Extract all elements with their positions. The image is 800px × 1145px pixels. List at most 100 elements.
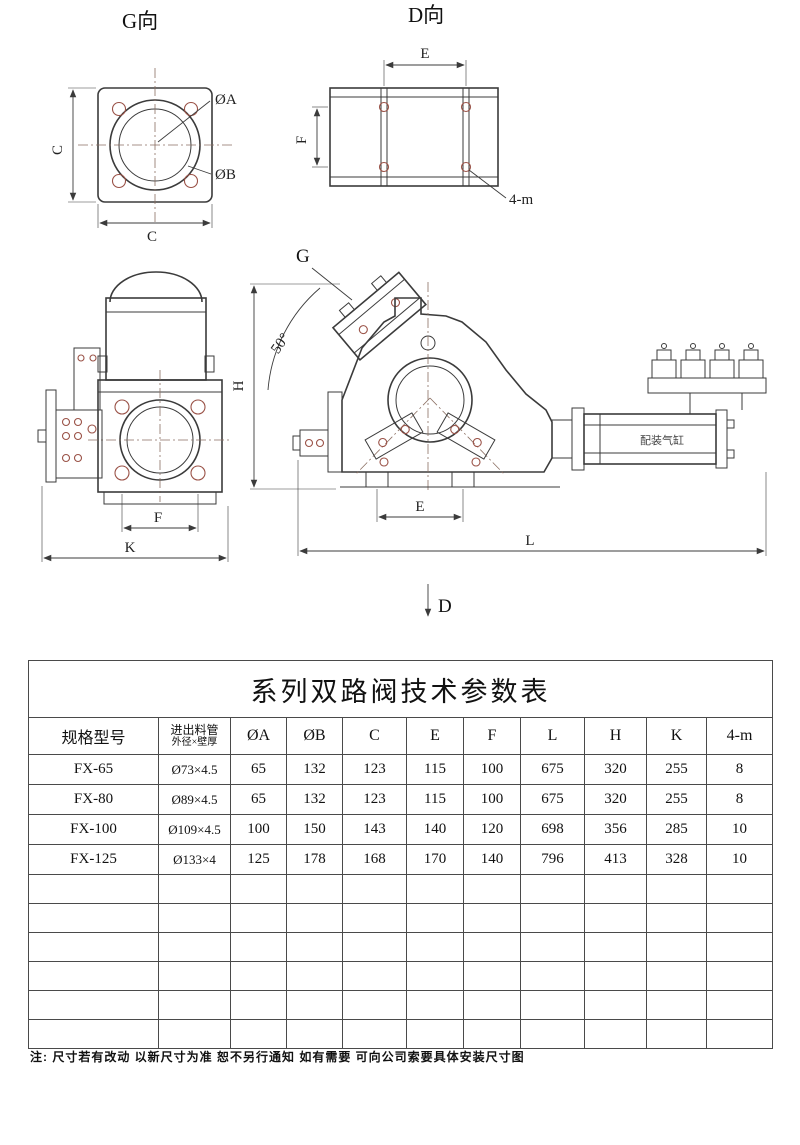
empty-cell — [342, 990, 407, 1020]
cell-value: 100 — [230, 814, 287, 845]
empty-cell — [520, 932, 585, 962]
empty-cell — [342, 874, 407, 904]
empty-cell — [705, 1019, 774, 1049]
empty-cell — [230, 903, 287, 933]
empty-cell — [406, 932, 464, 962]
valve-body-outline — [341, 297, 553, 473]
cell-value: 10 — [705, 814, 774, 845]
empty-cell — [705, 903, 774, 933]
dome-arc — [109, 271, 203, 303]
empty-cell — [463, 961, 521, 991]
cell-value: 100 — [463, 784, 521, 815]
cell-value: 413 — [584, 844, 647, 875]
empty-cell — [158, 874, 231, 904]
cell-pipe: Ø109×4.5 — [158, 814, 231, 845]
view-side: G 50° — [231, 246, 767, 617]
cell-model: FX-65 — [28, 754, 159, 785]
hole-count-label: 4-m — [509, 192, 533, 208]
cell-value: 115 — [406, 784, 464, 815]
cell-value: 115 — [406, 754, 464, 785]
empty-cell — [520, 1019, 585, 1049]
col-header-4m: 4-m — [705, 717, 774, 755]
empty-row — [28, 1019, 774, 1049]
label-d: D — [438, 596, 452, 617]
cell-value: 132 — [286, 784, 343, 815]
cell-value: 178 — [286, 844, 343, 875]
empty-cell — [705, 874, 774, 904]
cell-value: 143 — [342, 814, 407, 845]
empty-cell — [28, 903, 159, 933]
outlet-pad-right — [436, 412, 496, 460]
cell-model: FX-80 — [28, 784, 159, 815]
empty-cell — [28, 932, 159, 962]
empty-cell — [584, 1019, 647, 1049]
bolt-hole — [114, 465, 130, 481]
label-g: G — [296, 246, 310, 267]
cell-value: 698 — [520, 814, 585, 845]
cell-value: 123 — [342, 784, 407, 815]
empty-cell — [584, 874, 647, 904]
footer-note: 注: 尺寸若有改动 以新尺寸为准 恕不另行通知 如有需要 可向公司索要具体安装尺… — [30, 1050, 525, 1064]
empty-cell — [406, 874, 464, 904]
bolt-hole — [111, 101, 127, 117]
cell-pipe: Ø133×4 — [158, 844, 231, 875]
table-row: FX-100 Ø109×4.5 100 150 143 140 120 698 … — [28, 814, 774, 845]
col-header-pipe-line2: 外径×壁厚 — [171, 737, 218, 748]
view-d: D向 E F 4-m — [294, 3, 533, 208]
mount-hole — [460, 161, 472, 173]
empty-cell — [158, 990, 231, 1020]
cell-value: 150 — [286, 814, 343, 845]
cell-value: 255 — [646, 754, 707, 785]
cell-value: 65 — [230, 784, 287, 815]
col-header-model: 规格型号 — [28, 717, 159, 755]
empty-cell — [28, 990, 159, 1020]
empty-cell — [406, 961, 464, 991]
cell-value: 65 — [230, 754, 287, 785]
cell-value: 140 — [406, 814, 464, 845]
d-view-body — [329, 87, 499, 187]
cell-value: 140 — [463, 844, 521, 875]
empty-cell — [342, 903, 407, 933]
cell-value: 328 — [646, 844, 707, 875]
cell-model: FX-125 — [28, 844, 159, 875]
view-d-title: D向 — [408, 3, 444, 27]
cell-model: FX-100 — [28, 814, 159, 845]
empty-cell — [342, 1019, 407, 1049]
cell-value: 170 — [406, 844, 464, 875]
cell-value: 132 — [286, 754, 343, 785]
cylinder-note-label: 配装气缸 — [640, 433, 684, 447]
empty-cell — [286, 932, 343, 962]
empty-cell — [28, 961, 159, 991]
bolt-hole — [190, 399, 206, 415]
solenoid-manifold — [647, 343, 767, 414]
cell-value: 675 — [520, 784, 585, 815]
empty-cell — [584, 932, 647, 962]
col-header-k: K — [646, 717, 707, 755]
cell-value: 320 — [584, 754, 647, 785]
cell-value: 8 — [705, 784, 774, 815]
outlet-pad-left — [364, 412, 424, 460]
empty-cell — [646, 874, 707, 904]
col-header-e: E — [406, 717, 464, 755]
cell-value: 8 — [705, 754, 774, 785]
side-bore-outer — [387, 357, 473, 443]
dim-c-left-label: C — [50, 145, 66, 155]
empty-cell — [463, 874, 521, 904]
foot-left — [365, 471, 389, 488]
dim-k-label: K — [125, 540, 136, 556]
technical-drawing: G向 ØA ØB C C D向 — [37, 3, 767, 617]
dim-h-label: H — [231, 380, 247, 391]
table-title: 系列双路阀技术参数表 — [27, 660, 774, 718]
cell-value: 120 — [463, 814, 521, 845]
col-header-f: F — [463, 717, 521, 755]
dim-f-label: F — [294, 136, 310, 144]
empty-cell — [584, 961, 647, 991]
cell-pipe: Ø73×4.5 — [158, 754, 231, 785]
empty-cell — [520, 903, 585, 933]
bolt-hole — [183, 101, 199, 117]
empty-cell — [520, 961, 585, 991]
empty-cell — [158, 903, 231, 933]
col-header-pipe-line1: 进出料管 — [170, 723, 219, 737]
col-header-pipe: 进出料管 外径×壁厚 — [158, 717, 231, 755]
empty-cell — [286, 874, 343, 904]
